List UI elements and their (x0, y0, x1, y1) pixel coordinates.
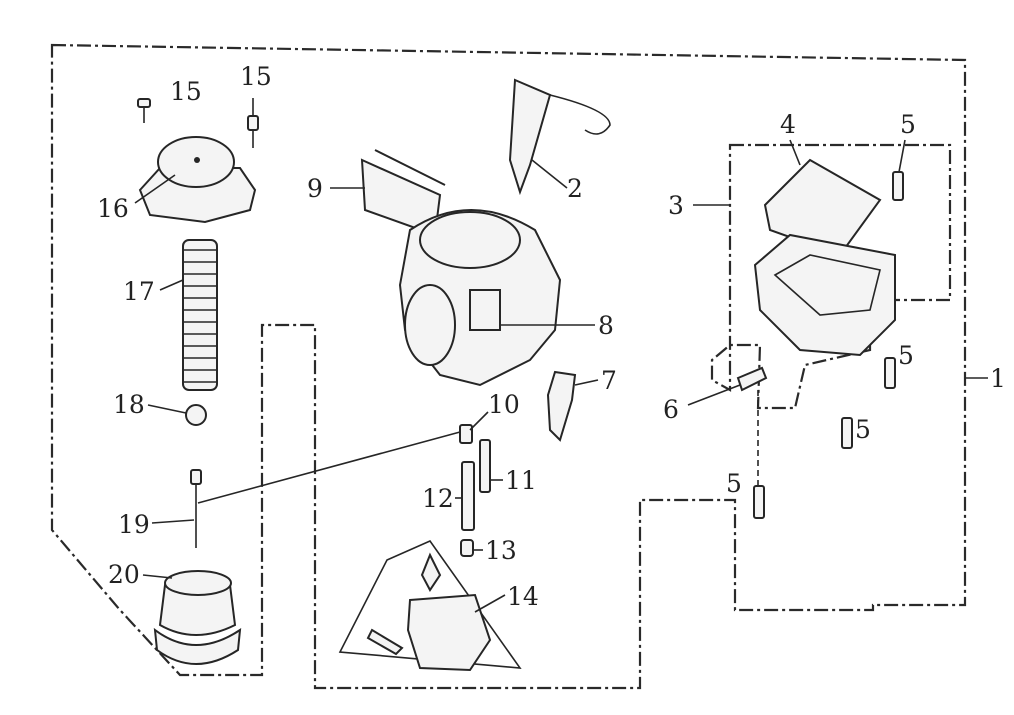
jet-11 (479, 439, 491, 493)
callout-5-lower: 5 (855, 415, 871, 444)
callout-6: 6 (663, 395, 679, 424)
leader-18 (147, 404, 187, 414)
screw-5-lower (841, 417, 853, 449)
assembly-boundary-frame (50, 43, 967, 690)
leader-2 (531, 159, 568, 189)
callout-4: 4 (780, 110, 796, 139)
callout-15-right: 15 (240, 62, 272, 91)
callout-5-mid: 5 (898, 341, 914, 370)
callout-10: 10 (488, 390, 520, 419)
callout-19: 19 (118, 510, 150, 539)
carburetor-body-8 (398, 209, 562, 387)
callout-2: 2 (567, 174, 583, 203)
callout-13: 13 (485, 536, 517, 565)
callout-17: 17 (123, 277, 155, 306)
screw-5-mid (884, 357, 896, 389)
drain-screw-6 (736, 366, 768, 486)
spring-17 (182, 239, 218, 391)
leader-10 (469, 411, 489, 431)
bracket-7 (546, 370, 577, 442)
leader-16 (134, 174, 176, 204)
leader-14 (474, 594, 506, 613)
piston-slide-20 (153, 570, 242, 665)
callout-14: 14 (507, 582, 539, 611)
callout-20: 20 (108, 560, 140, 589)
pilot-jet-10 (459, 424, 473, 444)
jet-kit-parts-14 (366, 552, 492, 672)
leader-6 (687, 384, 741, 406)
callout-15-left: 15 (170, 77, 202, 106)
screw-15-left (137, 98, 151, 123)
needle-jet-12 (461, 461, 475, 531)
float-chamber-subframe (710, 143, 952, 410)
callout-18: 18 (113, 390, 145, 419)
needle-to-jet-leader (197, 431, 461, 504)
callout-7: 7 (601, 366, 617, 395)
float-chamber-bowl (753, 233, 896, 357)
callout-11: 11 (505, 466, 537, 495)
callout-5-top: 5 (900, 110, 916, 139)
callout-1: 1 (990, 364, 1006, 393)
leader-20 (142, 574, 173, 579)
cable-plunger-2 (508, 78, 611, 196)
callout-3: 3 (668, 191, 684, 220)
leader-4 (789, 139, 801, 166)
callout-12: 12 (422, 484, 454, 513)
top-cover-16 (138, 136, 257, 224)
float-chamber-gasket-4 (763, 158, 882, 257)
screw-5-top (892, 171, 904, 201)
leader-19 (151, 519, 195, 524)
needle-clip-18 (185, 404, 207, 426)
main-jet-13 (460, 539, 474, 557)
leader-5a (898, 139, 906, 173)
callout-9: 9 (307, 174, 323, 203)
screw-15-right (247, 98, 259, 148)
callout-5-bottom: 5 (726, 469, 742, 498)
callout-8: 8 (598, 311, 614, 340)
leader-7 (574, 379, 599, 386)
jet-needle-19 (190, 469, 202, 548)
callout-16: 16 (97, 194, 129, 223)
leader-17 (159, 279, 184, 291)
screw-5-bottom (753, 485, 765, 519)
